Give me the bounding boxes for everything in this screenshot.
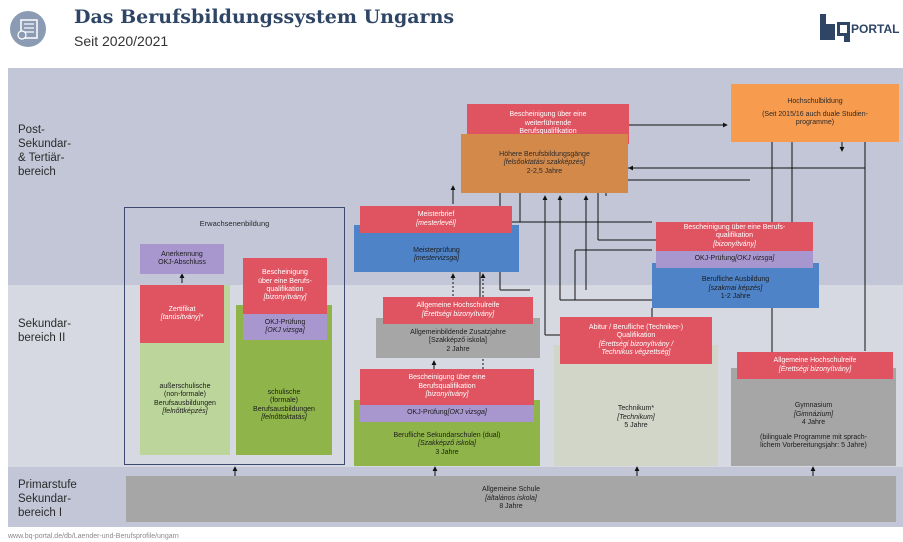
abitur-native: [Érettségi bizonyítvány / Technikus végz… (598, 340, 674, 356)
okj-exam-box: OKJ-Prüfung [OKJ vizsga] (243, 314, 327, 340)
higher-vocational-programs-box: Höhere Berufsbildungsgänge [felsőoktatás… (461, 134, 628, 193)
qualification-certificate-box: Bescheinigung über eine Berufs- qualifik… (243, 258, 327, 314)
recognition-okj-text: Anerkennung OKJ-Abschluss (158, 250, 206, 266)
certificate-title: Zertifikat (168, 305, 196, 313)
matura-mid-box: Allgemeine Hochschulreife [Érettségi biz… (383, 297, 533, 324)
bq-logo-icon (818, 12, 852, 42)
dual-certificate-native: [bizonyítvány] (425, 391, 469, 399)
vocational-training-duration: 1-2 Jahre (720, 293, 751, 301)
dual-secondary-native: [Szakképző iskola] (418, 440, 476, 448)
matura-right-title: Allgemeine Hochschulreife (773, 357, 857, 365)
vocational-training-title: Berufliche Ausbildung (701, 276, 770, 284)
dual-certificate-text: Bescheinigung über eine Berufsqualifikat… (408, 374, 486, 390)
master-certificate-box: Meisterbrief [mesterlevél] (360, 206, 512, 233)
vocational-okj-box: OKJ-Prüfung [OKJ vizsga] (656, 251, 813, 268)
supplementary-years-native: [Szakképző iskola] (429, 337, 487, 345)
page-title: Das Berufsbildungssystem Ungarns (74, 6, 455, 28)
page-subtitle: Seit 2020/2021 (74, 33, 169, 49)
adult-education-title: Erwachsenenbildung (199, 219, 270, 228)
gymnasium-native: [Gimnázium] (793, 410, 834, 418)
gymnasium-title: Gymnasium (794, 402, 833, 410)
matura-mid-title: Allgemeine Hochschulreife (416, 302, 500, 310)
vocational-okj-text: OKJ-Prüfung (694, 255, 736, 263)
vocational-training-native: [szakmai képzés] (708, 284, 763, 292)
vocational-certificate-box: Bescheinigung über eine Berufs- qualifik… (656, 222, 813, 251)
general-school-duration: 8 Jahre (499, 503, 523, 511)
technikum-native: [Technikum] (617, 413, 655, 421)
adult-education-frame (124, 207, 345, 465)
general-school-title: Allgemeine Schule (482, 486, 540, 494)
higher-education-body: (Seit 2015/16 auch duale Studien- progra… (762, 110, 868, 127)
vocational-certificate-text: Bescheinigung über eine Berufs- qualifik… (683, 223, 786, 240)
zone-label-primary: Primarstufe Sekundar- bereich I (18, 479, 77, 519)
abitur-title: Abitur / Berufliche (Techniker-) Qualifi… (588, 323, 684, 340)
higher-education-title: Hochschulbildung (787, 98, 843, 106)
higher-vocational-native: [felsőoktatási szakképzés] (503, 159, 586, 167)
gymnasium-note: (bilinguale Programme mit sprach- lichem… (760, 433, 867, 450)
higher-education-box: Hochschulbildung (Seit 2015/16 auch dual… (731, 84, 899, 142)
okj-exam-text: OKJ-Prüfung (264, 318, 306, 326)
dual-okj-native: [OKJ vizsga] (447, 409, 487, 417)
master-exam-title: Meisterprüfung (413, 246, 460, 254)
master-certificate-title: Meisterbrief (417, 211, 455, 219)
general-school-box: Allgemeine Schule [általános iskola] 8 J… (126, 476, 896, 522)
non-formal-training-native: [felnőttképzés] (162, 407, 208, 415)
qualification-certificate-native: [bizonyítvány] (263, 294, 307, 302)
okj-exam-native: [OKJ vizsga] (265, 327, 305, 334)
source-link[interactable]: www.bq-portal.de/db/Laender-und-Berufspr… (8, 533, 179, 540)
abitur-box: Abitur / Berufliche (Techniker-) Qualifi… (560, 317, 712, 364)
vocational-training-box: Berufliche Ausbildung [szakmai képzés] 1… (652, 263, 819, 308)
general-school-native: [általános iskola] (485, 494, 537, 502)
zone-label-tertiary: Post- Sekundar- & Tertiär- bereich (18, 124, 72, 178)
advanced-qualification-text: Bescheinigung über eine weiterführende B… (509, 111, 587, 136)
matura-right-box: Allgemeine Hochschulreife [Érettségi biz… (737, 352, 893, 379)
master-certificate-native: [mesterlevél] (416, 219, 456, 227)
certificate-native: [tanúsítvány]* (160, 314, 204, 321)
dual-secondary-title: Berufliche Sekundarschulen (dual) (393, 431, 501, 439)
technikum-title: Technikum* (617, 405, 655, 413)
supplementary-years-box: Allgemeinbildende Zusatzjahre [Szakképző… (376, 318, 540, 358)
dual-okj-box: OKJ-Prüfung [OKJ vizsga] (360, 405, 534, 422)
formal-training-native: [felnőttoktatás] (261, 413, 307, 421)
higher-vocational-duration: 2-2,5 Jahre (526, 167, 563, 175)
technikum-duration: 5 Jahre (624, 422, 648, 430)
logo-text: PORTAL (851, 22, 900, 36)
vocational-okj-native: [OKJ vizsga] (735, 255, 775, 263)
supplementary-years-title: Allgemeinbildende Zusatzjahre (410, 328, 506, 336)
qualification-certificate-text: Bescheinigung über eine Berufs- qualifik… (258, 269, 312, 293)
certificate-box: Zertifikat [tanúsítvány]* (140, 285, 224, 343)
supplementary-years-duration: 2 Jahre (446, 345, 470, 353)
zone-label-secondary: Sekundar- bereich II (18, 318, 72, 344)
recognition-okj-box: Anerkennung OKJ-Abschluss (140, 244, 224, 274)
dual-certificate-box: Bescheinigung über eine Berufsqualifikat… (360, 369, 534, 405)
dual-secondary-duration: 3 Jahre (435, 448, 459, 456)
matura-mid-native: [Érettségi bizonyítvány] (421, 310, 495, 318)
gymnasium-box: Gymnasium [Gimnázium] 4 Jahre (bilingual… (731, 368, 896, 466)
dual-okj-text: OKJ-Prüfung (407, 409, 448, 417)
vocational-certificate-native: [bizonyítvány] (713, 240, 756, 248)
technikum-box: Technikum* [Technikum] 5 Jahre (554, 345, 718, 466)
formal-training-text: schulische (formale) Berufsausbildungen (253, 388, 315, 413)
master-exam-native: [mestervizsga] (413, 255, 460, 262)
matura-right-native: [Érettségi bizonyítvány] (778, 365, 852, 373)
higher-vocational-title: Höhere Berufsbildungsgänge (499, 150, 590, 158)
non-formal-training-text: außerschulische (non-formale) Berufsausb… (154, 382, 216, 407)
book-globe-icon (10, 11, 46, 47)
gymnasium-duration: 4 Jahre (801, 419, 826, 427)
